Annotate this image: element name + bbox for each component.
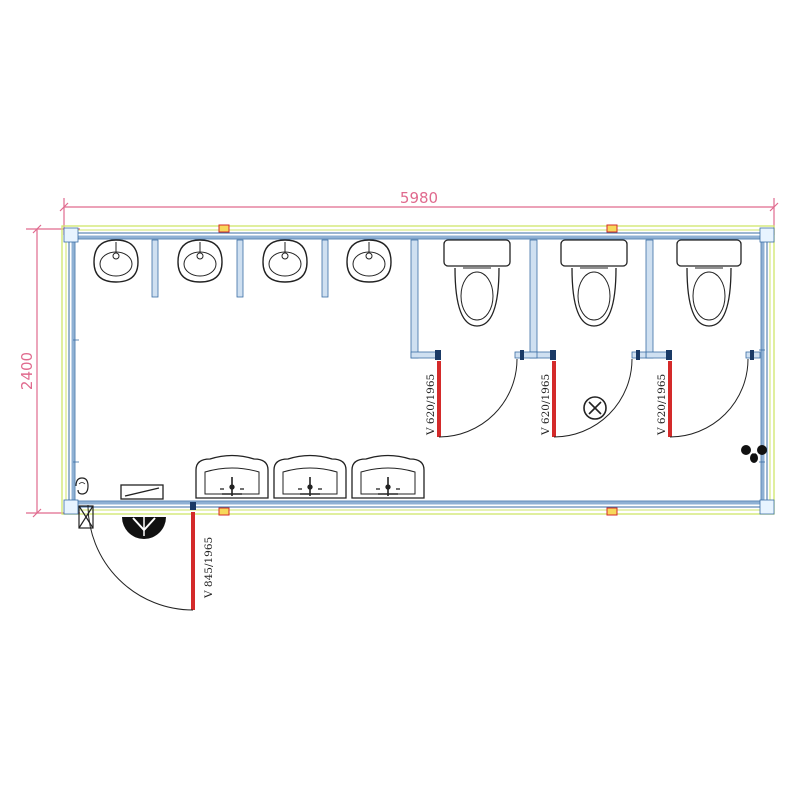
door-label-cubicle-1: V 620/1965 [425,374,437,436]
hand-dryer-icon [75,477,89,495]
dimension-height-label: 2400 [18,352,36,390]
counter-basin-2 [273,454,347,499]
wall-basin-2 [177,239,223,283]
toilet-1 [443,239,511,327]
corner-posts [63,227,775,515]
urinal-dividers [151,239,329,298]
floor-drain-icon [583,396,607,420]
exterior-wall [61,225,775,515]
mirror-shelf-icon [120,484,164,500]
door-label-cubicle-3: V 620/1965 [656,374,668,436]
cubicle-door-1 [437,358,518,438]
wall-basin-1 [93,239,139,283]
door-label-entrance: V 845/1965 [203,537,215,599]
lifting-points [218,224,618,516]
cubicle-door-3 [668,358,749,438]
toilet-3 [676,239,742,327]
toilet-2 [560,239,628,327]
wall-basin-3 [262,239,308,283]
counter-basin-3 [351,454,425,499]
counter-basin-1 [195,454,269,499]
waste-bin-icon [78,505,94,529]
mat-icon [122,517,166,539]
fan-icon [741,445,767,463]
cubicle-door-stops [435,350,754,360]
door-label-cubicle-2: V 620/1965 [540,374,552,436]
dimension-width-label: 5980 [400,189,438,207]
wall-basin-4 [346,239,392,283]
wall-joints [73,339,765,463]
dimension-height [26,224,80,518]
cubicle-partitions [410,239,761,359]
entrance-door [87,502,196,611]
cubicle-door-2 [552,358,633,438]
